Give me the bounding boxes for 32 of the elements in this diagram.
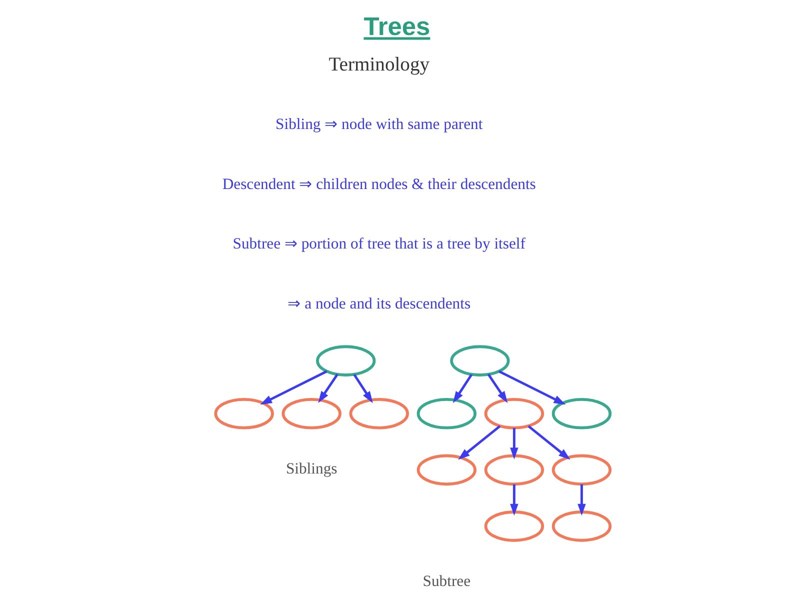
label: Subtree	[422, 573, 470, 590]
node-ellipse	[281, 398, 341, 430]
arrow	[510, 484, 518, 516]
node-ellipse	[551, 398, 612, 430]
node-ellipse	[316, 345, 376, 376]
label: ⇒ a node and its descendents	[287, 295, 470, 312]
node-ellipse	[484, 510, 544, 542]
arrow	[452, 374, 472, 404]
node-ellipse	[551, 510, 612, 542]
node-ellipse	[450, 345, 510, 376]
arrow	[577, 484, 586, 516]
arrow	[498, 370, 566, 405]
arrow	[486, 374, 508, 403]
arrow	[458, 425, 500, 460]
label: Descendent ⇒ children nodes & their descendents	[222, 176, 536, 193]
arrow	[318, 374, 338, 403]
arrow	[260, 370, 327, 405]
arrow	[510, 428, 518, 460]
node-ellipse	[416, 454, 476, 486]
arrow	[352, 374, 372, 404]
node-ellipse	[484, 398, 544, 430]
node-ellipse	[416, 398, 476, 430]
node-ellipse	[348, 398, 408, 430]
node-ellipse	[214, 398, 274, 430]
label: Subtree ⇒ portion of tree that is a tree by itself	[232, 236, 525, 253]
arrow	[527, 425, 570, 460]
diagram-title: Trees	[363, 13, 430, 42]
label: Siblings	[285, 460, 337, 478]
label: Terminology	[328, 54, 430, 76]
label: Sibling ⇒ node with same parent	[275, 116, 482, 134]
node-ellipse	[551, 454, 612, 486]
node-ellipse	[484, 454, 544, 486]
